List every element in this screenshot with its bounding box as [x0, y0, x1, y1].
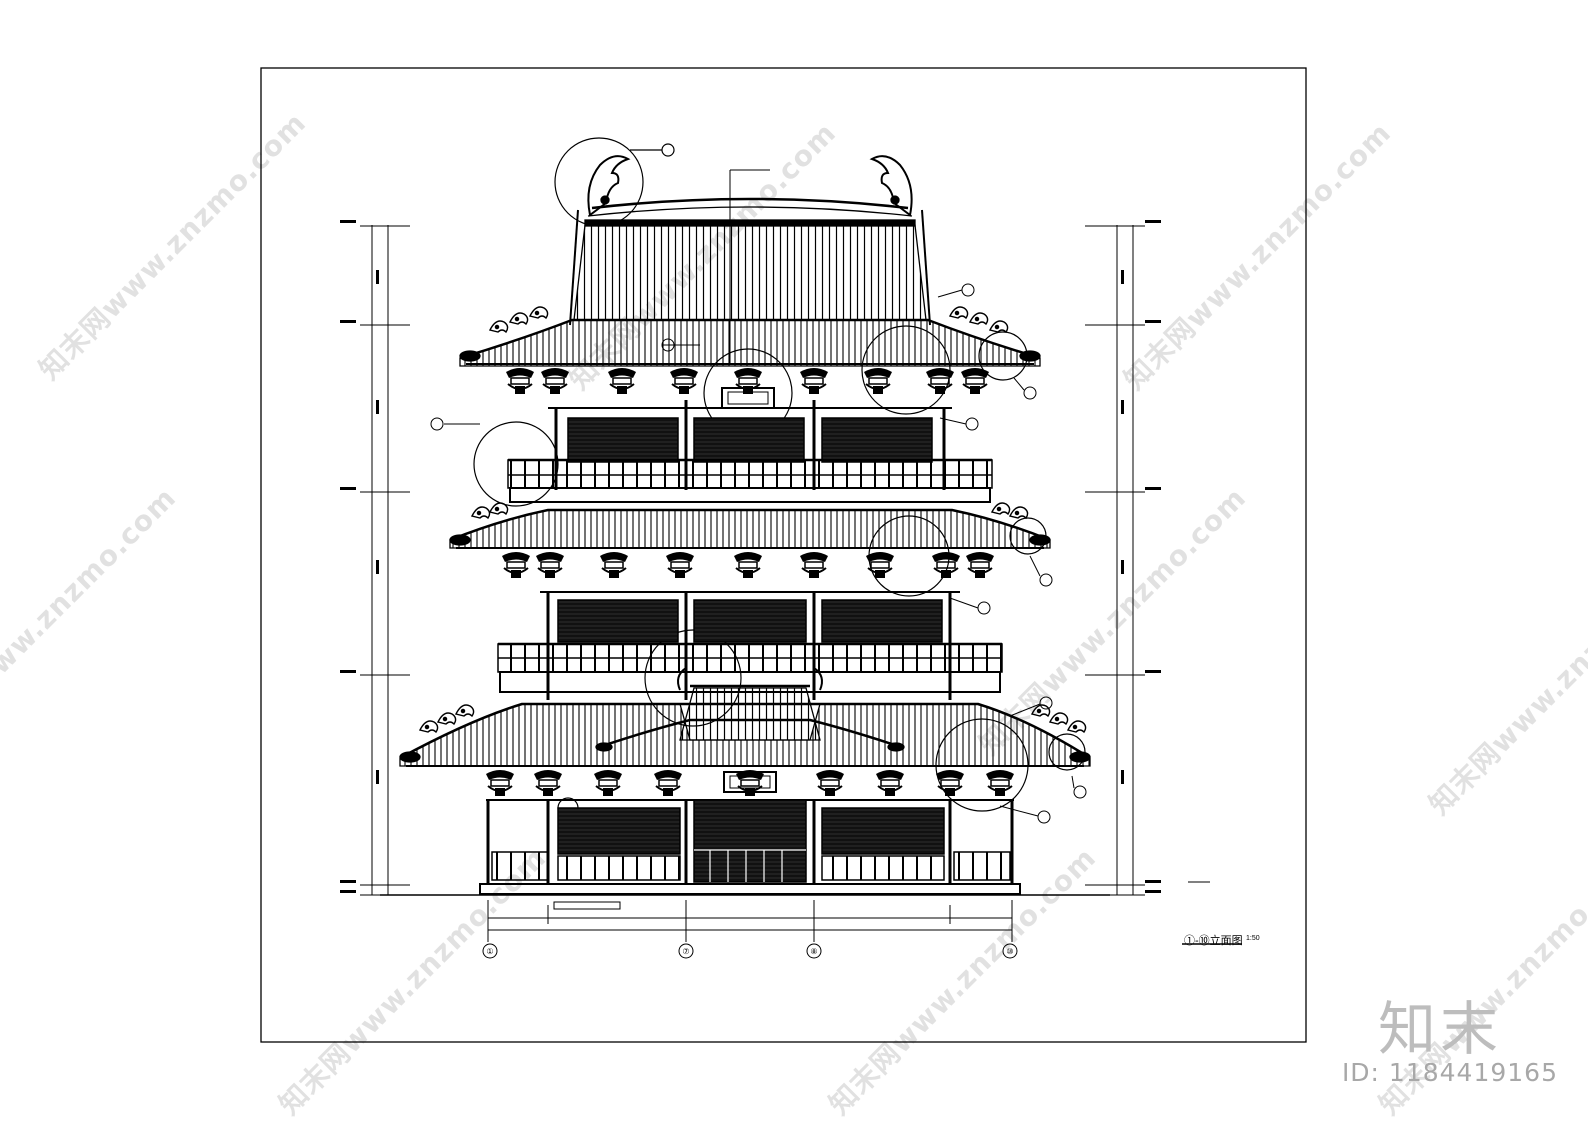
view-scale: 1:50 — [1246, 935, 1260, 942]
view-title: ①-⑩立面图 — [1184, 935, 1243, 947]
grid-axis-label: ⑧ — [810, 947, 817, 956]
grid-axis-label: ⑦ — [682, 947, 689, 956]
brand-logo: 知末 — [1377, 995, 1502, 1063]
grid-axis-label: ⑩ — [1006, 947, 1013, 956]
grid-axis-label: ① — [486, 947, 493, 956]
brand-id: ID: 1184419165 — [1341, 1058, 1558, 1087]
